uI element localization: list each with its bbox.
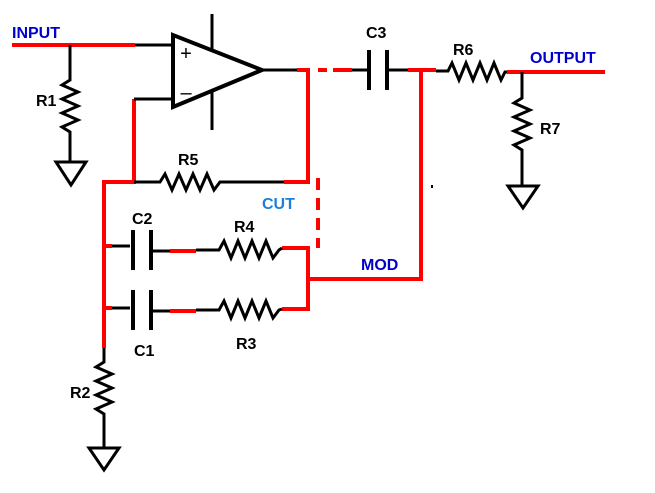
resistor-r6: R6: [436, 42, 507, 84]
wire-opamp-output: [284, 68, 310, 184]
label-r1: R1: [36, 93, 57, 110]
net-label-cut: CUT: [262, 196, 295, 213]
net-label-mod: MOD: [361, 257, 398, 274]
label-c1: C1: [134, 343, 155, 360]
wire-mod-net: [308, 70, 423, 281]
stray-mark: [431, 185, 433, 188]
label-r5: R5: [178, 152, 199, 169]
capacitor-c1: C1: [112, 290, 170, 360]
resistor-r1: R1: [36, 45, 89, 188]
label-r7: R7: [540, 121, 561, 138]
label-r3: R3: [236, 336, 257, 353]
opamp-plus-sign: +: [180, 43, 192, 65]
resistor-r3: R3: [196, 297, 283, 353]
wire-inverting-feedback: [102, 99, 136, 340]
capacitor-c3: C3: [352, 25, 408, 90]
opamp-minus-sign: –: [180, 82, 192, 104]
ground-icon: [53, 160, 89, 188]
label-r2: R2: [70, 385, 91, 402]
ground-icon: [505, 184, 541, 211]
resistor-r7: R7: [505, 72, 561, 211]
resistor-r2: R2: [70, 348, 122, 473]
label-r6: R6: [453, 42, 474, 59]
opamp: + –: [134, 14, 297, 130]
label-c3: C3: [366, 25, 387, 42]
wire-r3-branch: [282, 279, 310, 311]
label-c2: C2: [132, 211, 153, 228]
capacitor-c2: C2: [112, 211, 170, 270]
ground-icon: [86, 446, 122, 473]
resistor-r4: R4: [196, 219, 283, 262]
net-label-output: OUTPUT: [530, 50, 596, 67]
label-r4: R4: [234, 219, 255, 236]
wire-r4-branch: [282, 246, 310, 279]
net-label-input: INPUT: [12, 25, 60, 42]
resistor-r5: R5: [134, 152, 284, 194]
opamp-triangle: [171, 32, 268, 110]
